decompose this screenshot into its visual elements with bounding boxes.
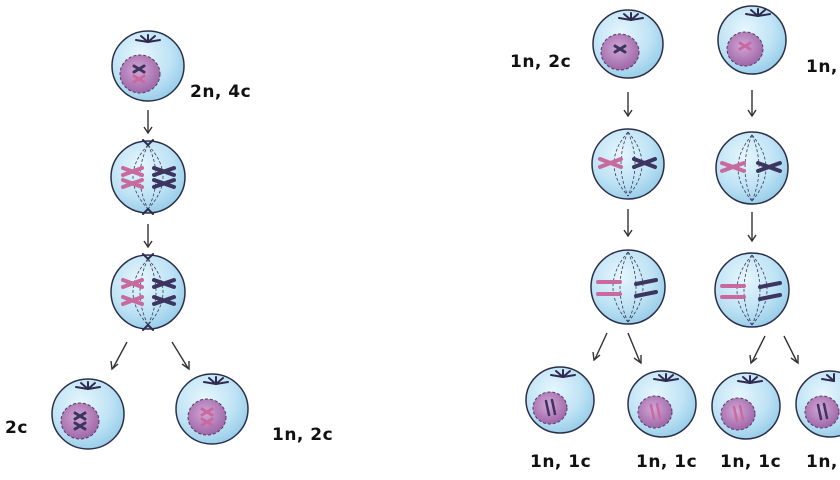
anaphase2-cell-b: [714, 252, 790, 328]
centrosome-icon: [550, 369, 576, 378]
label-gamete-3-ploidy: 1n, 1c: [720, 452, 782, 472]
label-parent-ploidy: 2n, 4c: [190, 82, 252, 102]
down-arrow-icon: [143, 224, 153, 249]
anaphase2-cell-a: [590, 249, 666, 325]
gamete-cell-1: [525, 366, 595, 434]
down-arrow-icon: [747, 212, 757, 243]
label-daughter-right-ploidy: 1n, 2c: [272, 425, 334, 445]
centrosome-icon: [142, 139, 154, 215]
centrosome-icon: [203, 376, 229, 385]
centrosome-icon: [618, 12, 644, 21]
centrosome-icon: [135, 34, 161, 43]
centrosome-icon: [653, 373, 679, 382]
down-arrow-icon: [110, 341, 190, 371]
centrosome-icon: [745, 8, 771, 17]
daughter-cell-right: [175, 373, 249, 445]
down-arrow-icon: [747, 90, 757, 118]
gamete-cell-3: [711, 372, 781, 440]
metaphase1-cell: [110, 139, 186, 215]
gamete-cell-4: [795, 370, 840, 438]
label-gamete-4-ploidy: 1n,: [806, 452, 838, 472]
meiosis2-start-cell-a: [592, 9, 664, 79]
down-arrow-icon: [143, 110, 153, 135]
down-arrow-icon: [623, 92, 633, 118]
centrosome-icon: [821, 373, 835, 382]
centrosome-icon: [142, 253, 154, 331]
down-arrow-icon: [749, 335, 799, 365]
centrosome-icon: [75, 381, 101, 390]
metaphase2-cell-b: [715, 131, 789, 205]
parent-cell: [111, 30, 185, 102]
gamete-cell-2: [627, 370, 697, 438]
down-arrow-icon: [623, 209, 633, 238]
label-gamete-2-ploidy: 1n, 1c: [636, 452, 698, 472]
label-gamete-1-ploidy: 1n, 1c: [530, 452, 592, 472]
centrosome-icon: [737, 375, 763, 384]
label-meiosis2-right-ploidy: 1n,: [806, 57, 838, 77]
metaphase2-cell-a: [591, 128, 665, 200]
anaphase1-cell: [110, 253, 186, 331]
label-meiosis2-left-ploidy: 1n, 2c: [510, 52, 572, 72]
meiosis2-start-cell-b: [717, 5, 787, 75]
down-arrow-icon: [592, 332, 642, 365]
daughter-cell-left: [51, 378, 125, 450]
label-daughter-left-ploidy: 2c: [5, 418, 28, 438]
